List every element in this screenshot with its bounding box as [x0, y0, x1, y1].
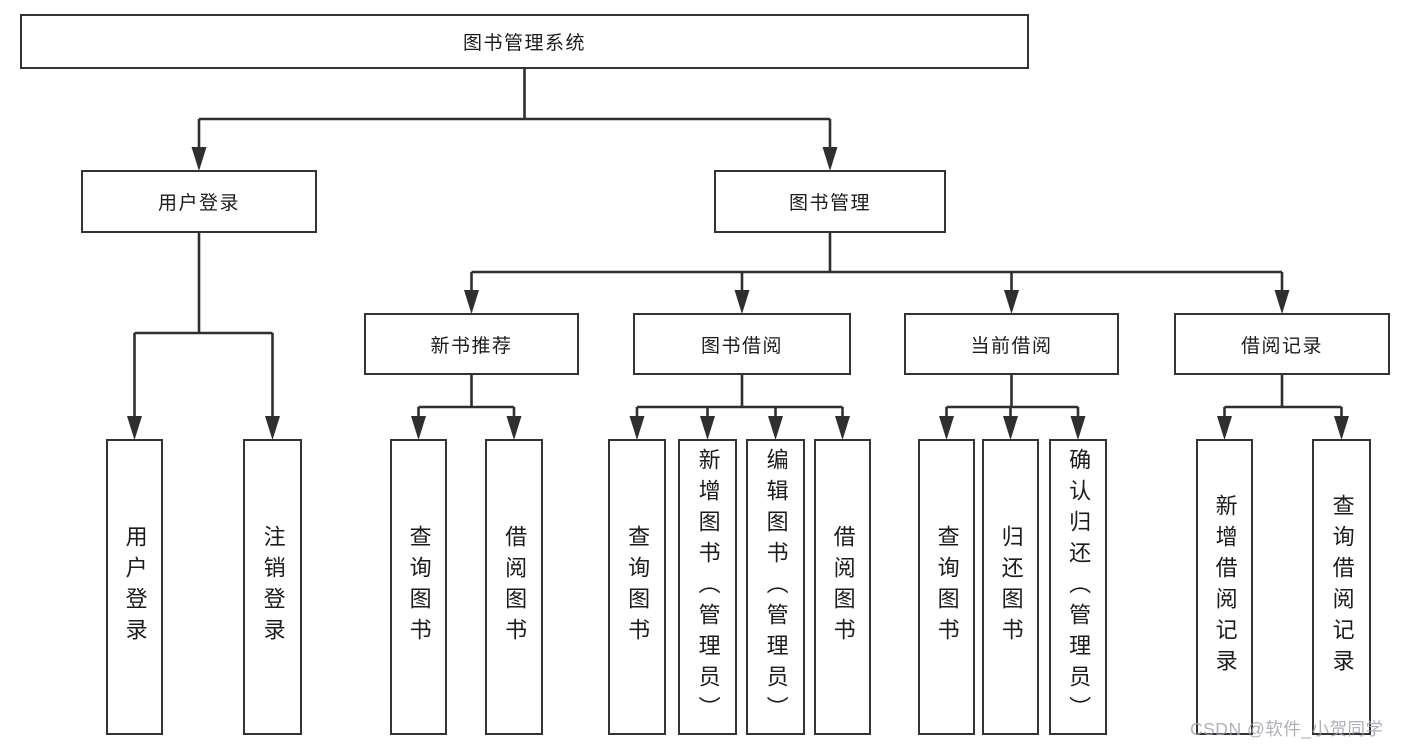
arrowhead-icon: [1003, 416, 1018, 440]
node-label: 当前借阅: [970, 335, 1053, 357]
node-label: 借阅图书: [502, 525, 528, 649]
node-bb-query-books: 查询图书: [608, 439, 666, 735]
node-cb-return-books: 归还图书: [982, 439, 1039, 735]
arrowhead-icon: [768, 416, 783, 440]
node-label: 用户登录: [157, 193, 240, 214]
arrowhead-icon: [629, 416, 645, 440]
node-label: 新书推荐: [430, 335, 513, 357]
node-label: 归还图书: [998, 525, 1024, 649]
arrowhead-icon: [1070, 416, 1086, 440]
arrowhead-icon: [835, 416, 850, 440]
arrowhead-icon: [411, 416, 426, 440]
arrowhead-icon: [265, 416, 280, 440]
arrowhead-icon: [1217, 416, 1232, 440]
node-cb-query-books: 查询图书: [918, 439, 975, 735]
node-label: 编辑图书（管理员）: [763, 447, 789, 727]
arrowhead-icon: [464, 290, 479, 314]
node-leaf-logout-login: 注销登录: [243, 439, 302, 735]
connector-path: [417, 375, 516, 423]
node-label: 图书借阅: [700, 335, 783, 357]
node-label: 查询图书: [934, 525, 960, 649]
arrowhead-icon: [127, 416, 142, 440]
node-nb-borrow-books: 借阅图书: [485, 439, 543, 735]
arrowhead-icon: [700, 416, 715, 440]
node-label: 查询借阅记录: [1329, 494, 1355, 680]
node-cb-confirm-return-admin: 确认归还（管理员）: [1049, 439, 1107, 735]
node-label: 注销登录: [260, 525, 286, 649]
node-bb-edit-books-admin: 编辑图书（管理员）: [746, 439, 805, 735]
node-label: 确认归还（管理员）: [1066, 447, 1092, 727]
node-bb-add-books-admin: 新增图书（管理员）: [678, 439, 737, 735]
node-label: 借阅记录: [1240, 335, 1323, 357]
node-label: 新增图书（管理员）: [695, 447, 721, 727]
watermark: CSDN @软件_小贺同学: [1190, 719, 1384, 739]
node-label: 查询图书: [625, 525, 651, 649]
node-new-book-recommend: 新书推荐: [364, 313, 579, 375]
node-label: 图书管理: [788, 193, 871, 214]
connector-path: [635, 375, 844, 423]
arrowhead-icon: [506, 416, 522, 440]
node-br-add-borrow-record: 新增借阅记录: [1196, 439, 1253, 735]
node-br-query-borrow-record: 查询借阅记录: [1312, 439, 1371, 735]
node-nb-query-books: 查询图书: [390, 439, 447, 735]
node-label: 借阅图书: [830, 525, 856, 649]
node-label: 新增借阅记录: [1212, 494, 1238, 680]
node-library-system: 图书管理系统: [20, 14, 1029, 69]
connector-path: [133, 233, 274, 423]
node-label: 图书管理系统: [462, 33, 586, 54]
connector-path: [1223, 375, 1343, 423]
connector-path: [197, 69, 832, 154]
arrowhead-icon: [1274, 290, 1290, 314]
node-leaf-user-login: 用户登录: [106, 439, 163, 735]
node-bb-borrow-books: 借阅图书: [814, 439, 871, 735]
connector-path: [470, 233, 1284, 297]
arrowhead-icon: [939, 416, 954, 440]
node-label: 查询图书: [406, 525, 432, 649]
arrowhead-icon: [734, 290, 750, 314]
arrowhead-icon: [1004, 290, 1019, 314]
node-current-borrowing: 当前借阅: [904, 313, 1119, 375]
node-borrowing-records: 借阅记录: [1174, 313, 1390, 375]
arrowhead-icon: [1334, 416, 1349, 440]
connector-path: [945, 375, 1080, 423]
node-user-login: 用户登录: [81, 170, 317, 233]
node-label: 用户登录: [122, 525, 148, 649]
arrowhead-icon: [191, 147, 207, 171]
node-book-management: 图书管理: [714, 170, 946, 233]
node-book-borrowing: 图书借阅: [633, 313, 851, 375]
arrowhead-icon: [822, 147, 838, 171]
